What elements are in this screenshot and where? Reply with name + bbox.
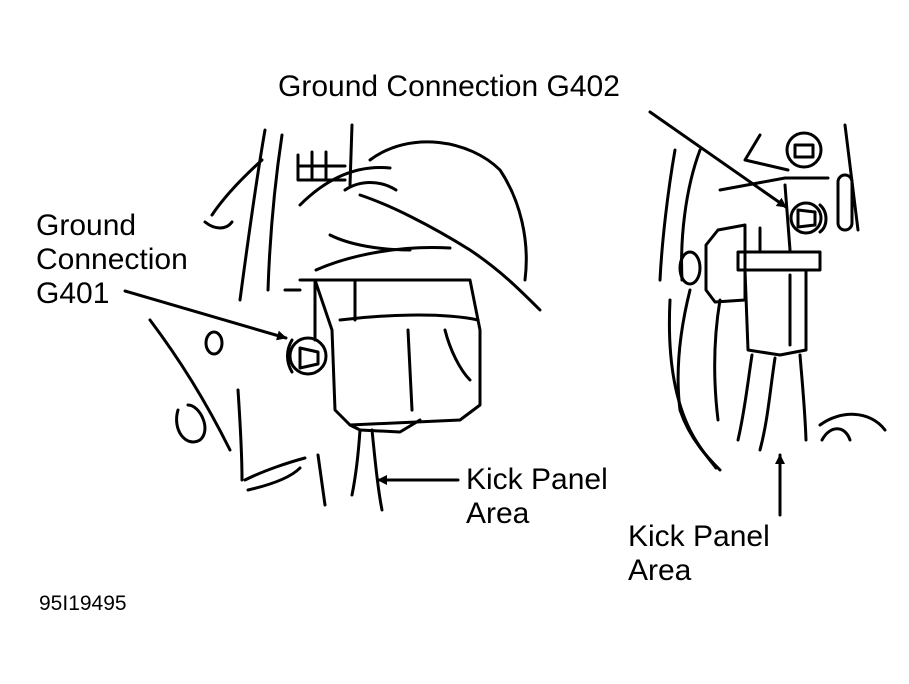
leader-arrows [123, 110, 788, 517]
g402-label: Ground Connection G402 [278, 70, 620, 104]
g401-label: Ground Connection G401 [36, 209, 188, 311]
kick-panel-left-label: Kick Panel Area [466, 463, 608, 531]
kick-left-line1: Kick Panel [466, 463, 608, 496]
g402-arrow [648, 110, 788, 209]
kick-right-line2: Area [628, 554, 692, 587]
g401-label-line2: Connection [36, 243, 188, 276]
kick-right-line1: Kick Panel [628, 520, 770, 553]
kick-left-line2: Area [466, 497, 530, 530]
g401-label-line1: Ground [36, 209, 137, 242]
g401-label-line3: G401 [36, 277, 110, 310]
right-illustration [658, 123, 887, 472]
kick-panel-right-label: Kick Panel Area [628, 520, 770, 588]
g401-arrow [123, 289, 288, 341]
figure-id: 95I19495 [39, 592, 127, 615]
g402-label-text: Ground Connection G402 [278, 70, 620, 103]
left-illustration [148, 123, 542, 512]
